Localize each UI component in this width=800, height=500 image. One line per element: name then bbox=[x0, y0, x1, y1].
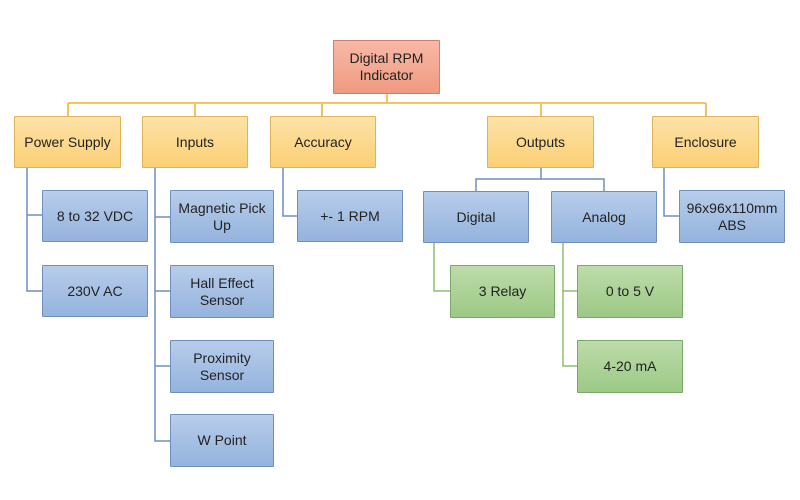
item-label: Proximity Sensor bbox=[193, 349, 251, 383]
outputs-branch bbox=[475, 168, 605, 191]
root-label: Digital RPM Indicator bbox=[349, 50, 424, 83]
input-item: W Point bbox=[170, 414, 274, 467]
output-analog: Analog bbox=[551, 191, 657, 243]
item-label: 230V AC bbox=[67, 282, 123, 299]
item-label: 0 to 5 V bbox=[605, 283, 655, 299]
accuracy-item: +- 1 RPM bbox=[297, 190, 403, 242]
item-label: Magnetic Pick Up bbox=[178, 199, 266, 233]
item-label: +- 1 RPM bbox=[320, 207, 380, 224]
power-supply-branch bbox=[26, 168, 42, 292]
category-label: Power Supply bbox=[24, 133, 111, 150]
item-label: Digital bbox=[456, 208, 496, 225]
root-node: Digital RPM Indicator bbox=[333, 40, 440, 94]
digital-branch bbox=[433, 243, 450, 292]
analog-branch bbox=[562, 243, 577, 367]
category-outputs: Outputs bbox=[487, 116, 594, 168]
category-accuracy: Accuracy bbox=[270, 116, 376, 168]
item-label: 3 Relay bbox=[478, 283, 527, 299]
item-label: Analog bbox=[582, 208, 626, 225]
category-label: Inputs bbox=[175, 133, 215, 150]
item-label: 4-20 mA bbox=[603, 358, 657, 374]
analog-item: 4-20 mA bbox=[577, 340, 683, 393]
item-label: 8 to 32 VDC bbox=[56, 207, 134, 224]
enclosure-branch bbox=[663, 168, 679, 217]
power-supply-item: 230V AC bbox=[42, 265, 148, 317]
item-label: 96x96x110mm ABS bbox=[686, 199, 778, 233]
category-power-supply: Power Supply bbox=[14, 116, 121, 168]
item-label: W Point bbox=[197, 432, 247, 448]
analog-item: 0 to 5 V bbox=[577, 265, 683, 318]
digital-item: 3 Relay bbox=[450, 265, 555, 318]
input-item: Hall Effect Sensor bbox=[170, 265, 274, 318]
enclosure-item: 96x96x110mm ABS bbox=[679, 190, 785, 243]
input-item: Proximity Sensor bbox=[170, 340, 274, 393]
output-digital: Digital bbox=[423, 191, 529, 243]
category-label: Accuracy bbox=[294, 133, 352, 150]
category-label: Enclosure bbox=[674, 133, 737, 150]
item-label: Hall Effect Sensor bbox=[190, 274, 254, 308]
accuracy-branch bbox=[282, 168, 297, 217]
input-item: Magnetic Pick Up bbox=[170, 190, 274, 243]
power-supply-item: 8 to 32 VDC bbox=[42, 190, 148, 242]
category-enclosure: Enclosure bbox=[652, 116, 759, 168]
inputs-branch bbox=[154, 168, 170, 442]
category-inputs: Inputs bbox=[142, 116, 248, 168]
category-label: Outputs bbox=[515, 133, 566, 150]
